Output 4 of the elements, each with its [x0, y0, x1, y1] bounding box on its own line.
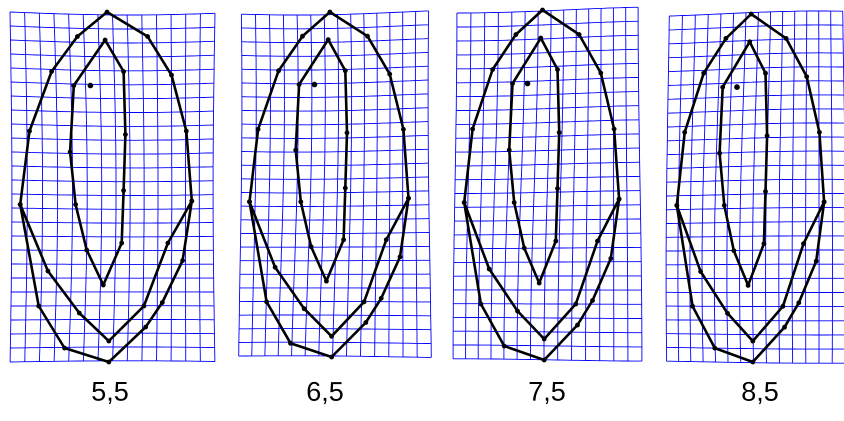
panel-label: 6,5 — [308, 382, 343, 404]
panel-label: 7,5 — [530, 382, 565, 404]
panel-label: 5,5 — [92, 382, 128, 404]
panel-label: 8,5 — [742, 382, 778, 404]
